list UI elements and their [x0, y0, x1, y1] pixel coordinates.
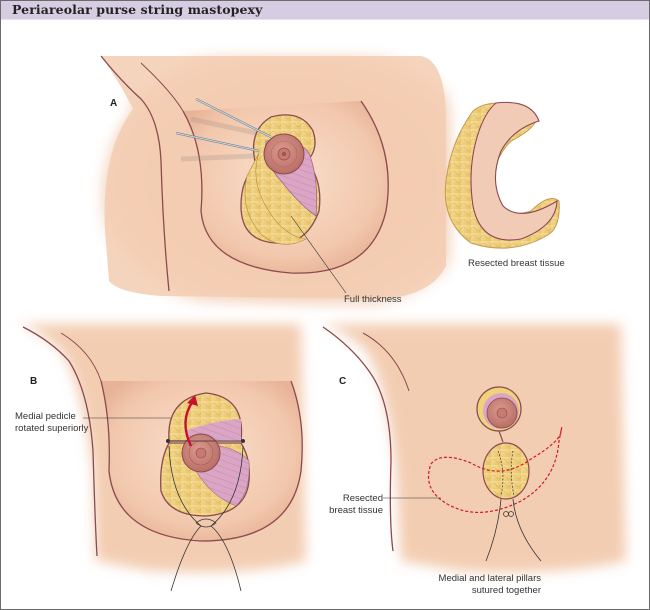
rotation-arrow-icon: [184, 400, 194, 447]
panel-b-chest-contour: [22, 326, 98, 557]
panel-a-drawing: [99, 55, 451, 306]
panel-a-letter: A: [110, 98, 118, 109]
resected-line1: Resected: [342, 493, 383, 504]
forceps-icon: [175, 98, 272, 162]
figure-header: Periareolar purse string mastopexy: [1, 1, 649, 20]
pillars-label: Medial and lateral pillars sutured toget…: [431, 573, 541, 597]
full-thickness-leader: [290, 215, 347, 294]
resected-breast-tissue-label: Resected breast tissue: [323, 493, 383, 517]
full-thickness-label: Full thickness: [344, 294, 402, 305]
panel-c-drawing: [321, 324, 626, 573]
pillars-line1: Medial and lateral pillars: [438, 573, 541, 584]
panel-a-chest-contour: [100, 55, 170, 292]
resected-tissue-label: Resected breast tissue: [468, 258, 565, 269]
panel-b-letter: B: [30, 376, 38, 387]
resected-specimen: [444, 101, 560, 249]
medial-pedicle-label: Medial pedicle rotated superiorly: [15, 411, 88, 435]
panel-c-chest-contour: [322, 326, 394, 552]
panel-b-drawing: [19, 324, 306, 592]
resection-outline: [427, 427, 563, 514]
figure-title: Periareolar purse string mastopexy: [12, 2, 263, 17]
medial-pedicle-line1: Medial pedicle: [15, 411, 76, 422]
resected-line2: breast tissue: [329, 505, 383, 516]
pillars-line2: sutured together: [471, 585, 541, 596]
panel-c-letter: C: [339, 376, 347, 387]
medial-pedicle-line2: rotated superiorly: [15, 423, 89, 434]
